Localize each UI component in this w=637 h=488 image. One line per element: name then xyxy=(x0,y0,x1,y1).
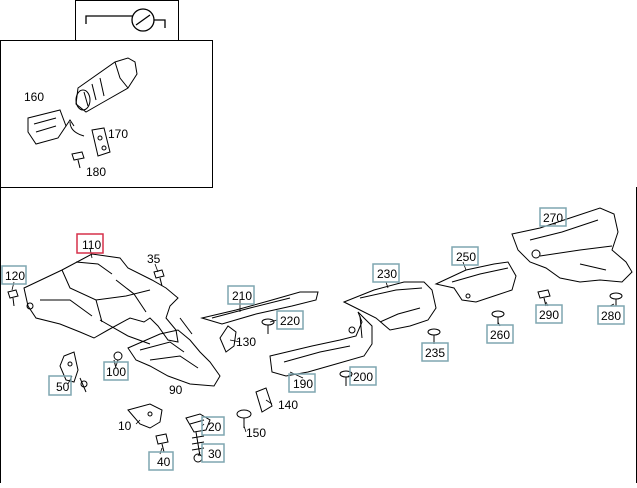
callout-100: 100 xyxy=(106,365,126,379)
callout-50: 50 xyxy=(56,380,70,394)
part-10-clip xyxy=(127,403,163,429)
part-35-bolt xyxy=(153,269,165,287)
inset-label-160: 160 xyxy=(24,90,44,104)
box-260 xyxy=(486,324,514,344)
part-290-screw xyxy=(537,289,551,307)
part-40-bolt xyxy=(155,433,169,453)
box-120 xyxy=(1,265,27,285)
inset-frame xyxy=(0,40,213,188)
callout-10: 10 xyxy=(118,419,132,433)
box-190 xyxy=(288,373,316,393)
part-30-screw xyxy=(191,431,205,463)
callout-90: 90 xyxy=(169,383,183,397)
callout-30: 30 xyxy=(208,447,222,461)
drawing-border xyxy=(0,187,637,483)
box-270 xyxy=(539,207,567,227)
callout-270: 270 xyxy=(543,211,563,225)
inset-label-170: 170 xyxy=(108,127,128,141)
box-200 xyxy=(349,366,377,386)
box-40 xyxy=(148,451,174,471)
callout-190: 190 xyxy=(293,377,313,391)
inset-label-180: 180 xyxy=(86,165,106,179)
part-90-shield xyxy=(127,317,221,387)
box-280 xyxy=(597,305,625,325)
box-30 xyxy=(201,443,225,463)
callout-35: 35 xyxy=(147,252,161,266)
part-220-screw xyxy=(261,318,275,334)
box-20 xyxy=(201,416,225,436)
inset-tab xyxy=(75,0,179,41)
box-250 xyxy=(451,246,479,266)
callout-110: 110 xyxy=(82,238,101,252)
inset-bracket xyxy=(91,127,111,157)
part-230-shield xyxy=(342,281,437,331)
inset-arrow-head xyxy=(65,119,75,127)
part-140-bracket xyxy=(255,387,273,413)
callout-250: 250 xyxy=(456,250,476,264)
part-110-panel xyxy=(23,253,179,345)
callout-140: 140 xyxy=(278,398,298,412)
callout-120: 120 xyxy=(5,269,25,283)
box-290 xyxy=(535,304,563,324)
labels: 160 170 180 35 90 10 130 140 150 xyxy=(24,90,298,440)
box-100 xyxy=(103,361,129,381)
wrench-icon xyxy=(85,8,166,32)
boxed-callouts: 110 120 50 100 20 30 40 210 220 190 200 … xyxy=(1,207,625,471)
part-130-bracket xyxy=(219,325,237,353)
box-220 xyxy=(276,310,304,330)
inset-screw xyxy=(71,151,85,169)
callout-220: 220 xyxy=(280,314,300,328)
part-200-screw xyxy=(339,370,353,386)
leader-lines xyxy=(11,223,615,457)
box-210 xyxy=(227,285,255,305)
callout-235: 235 xyxy=(425,346,445,360)
inset-pipe xyxy=(75,57,138,113)
callout-290: 290 xyxy=(539,308,559,322)
callout-210: 210 xyxy=(232,289,252,303)
box-235 xyxy=(421,342,449,362)
box-110 xyxy=(76,233,104,254)
callout-40: 40 xyxy=(157,455,171,469)
part-120-screw xyxy=(7,289,19,307)
callout-230: 230 xyxy=(377,267,397,281)
part-50-bracket xyxy=(59,351,88,393)
part-270-shield xyxy=(511,207,633,283)
inset-heat-shield xyxy=(27,109,67,145)
callout-260: 260 xyxy=(490,328,510,342)
box-50 xyxy=(48,375,72,396)
part-250-shield xyxy=(434,261,517,303)
callout-280: 280 xyxy=(601,309,621,323)
part-280-screw xyxy=(609,292,623,306)
callout-130: 130 xyxy=(236,335,256,349)
box-230 xyxy=(372,263,400,283)
part-210-strip xyxy=(200,291,319,325)
callout-150: 150 xyxy=(246,426,266,440)
callout-200: 200 xyxy=(353,370,373,384)
callout-20: 20 xyxy=(208,420,222,434)
inset-arrow xyxy=(69,121,85,137)
